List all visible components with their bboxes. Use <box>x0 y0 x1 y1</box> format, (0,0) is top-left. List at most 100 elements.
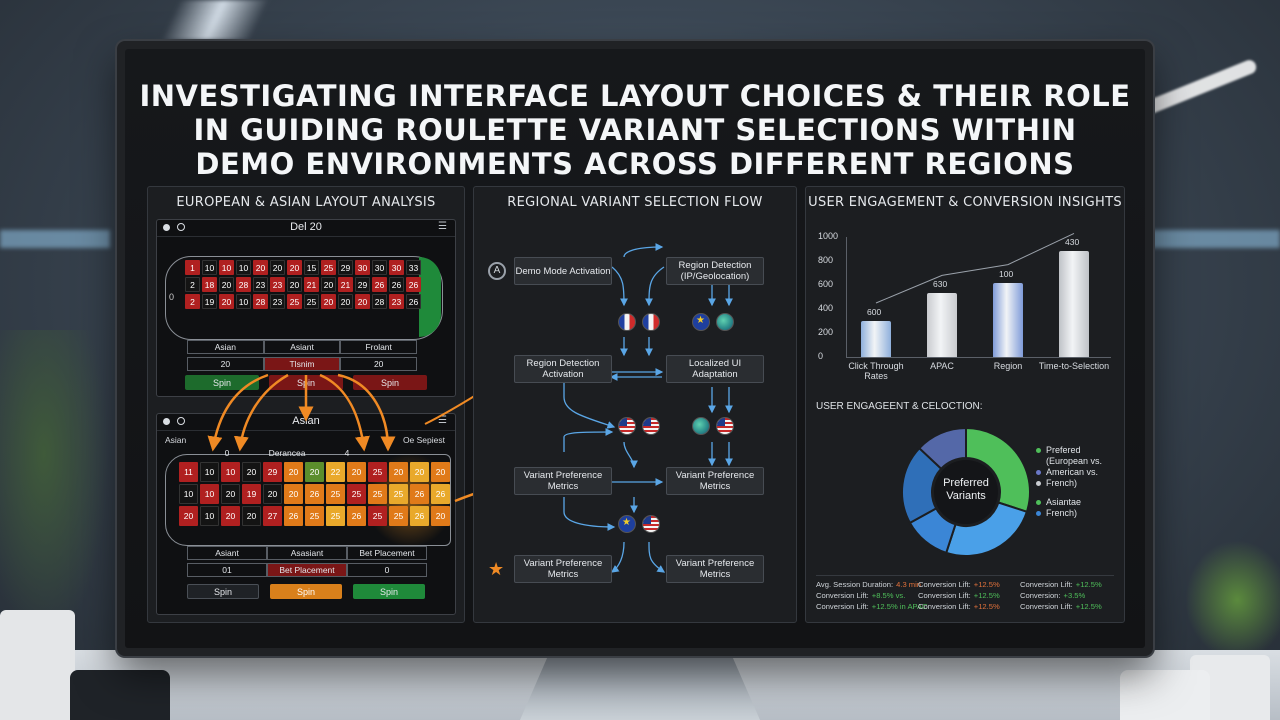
spin-button[interactable]: Spin <box>269 375 343 390</box>
number-cell[interactable]: 33 <box>406 260 421 275</box>
number-cell[interactable]: 25 <box>389 484 408 504</box>
flow-node[interactable]: Localized UI Adaptation <box>666 355 764 383</box>
number-cell[interactable]: 26 <box>305 484 324 504</box>
number-cell[interactable]: 23 <box>270 294 285 309</box>
bet-label[interactable]: Asiant <box>187 546 267 560</box>
number-cell[interactable]: 22 <box>326 462 345 482</box>
bet-label[interactable]: Frolant <box>340 340 418 354</box>
number-cell[interactable]: 27 <box>263 506 282 526</box>
spin-button[interactable]: Spin <box>353 584 425 599</box>
spin-button[interactable]: Spin <box>187 584 259 599</box>
number-cell[interactable]: 10 <box>236 294 251 309</box>
number-cell[interactable]: 20 <box>287 277 302 292</box>
number-cell[interactable]: 26 <box>410 506 429 526</box>
number-cell[interactable]: 30 <box>355 260 370 275</box>
number-cell[interactable]: 20 <box>410 462 429 482</box>
record-icon[interactable] <box>163 418 170 425</box>
number-cell[interactable]: 18 <box>202 277 217 292</box>
number-cell[interactable]: 20 <box>242 462 261 482</box>
number-cell[interactable]: 28 <box>236 277 251 292</box>
number-cell[interactable]: 21 <box>338 277 353 292</box>
number-cell[interactable]: 10 <box>219 260 234 275</box>
number-cell[interactable]: 25 <box>368 506 387 526</box>
number-cell[interactable]: 19 <box>202 294 217 309</box>
number-cell[interactable]: 2 <box>185 277 200 292</box>
settings-icon[interactable] <box>177 417 185 425</box>
number-cell[interactable]: 26 <box>410 484 429 504</box>
number-cell[interactable]: 20 <box>347 462 366 482</box>
flow-node[interactable]: Variant Preference Metrics <box>514 555 612 583</box>
number-cell[interactable]: 19 <box>242 484 261 504</box>
number-cell[interactable]: 20 <box>242 506 261 526</box>
flow-node[interactable]: Demo Mode Activation <box>514 257 612 285</box>
number-cell[interactable]: 20 <box>221 506 240 526</box>
spin-button[interactable]: Spin <box>353 375 427 390</box>
number-cell[interactable]: 20 <box>287 260 302 275</box>
number-cell[interactable]: 15 <box>304 260 319 275</box>
record-icon[interactable] <box>163 224 170 231</box>
number-cell[interactable]: 20 <box>253 260 268 275</box>
spin-button[interactable]: Spin <box>270 584 342 599</box>
number-cell[interactable]: 10 <box>221 462 240 482</box>
number-cell[interactable]: 26 <box>431 484 450 504</box>
number-cell[interactable]: 25 <box>321 260 336 275</box>
number-cell[interactable]: 26 <box>389 277 404 292</box>
number-cell[interactable]: 25 <box>347 484 366 504</box>
number-cell[interactable]: 10 <box>202 260 217 275</box>
number-cell[interactable]: 30 <box>372 260 387 275</box>
flow-node[interactable]: Region Detection (IP/Geolocation) <box>666 257 764 285</box>
number-cell[interactable]: 20 <box>263 484 282 504</box>
flow-node[interactable]: Variant Preference Metrics <box>666 555 764 583</box>
number-cell[interactable]: 29 <box>338 260 353 275</box>
number-cell[interactable]: 20 <box>284 484 303 504</box>
number-cell[interactable]: 28 <box>372 294 387 309</box>
column-bet-area[interactable] <box>419 257 441 337</box>
number-cell[interactable]: 26 <box>406 294 421 309</box>
number-cell[interactable]: 2 <box>185 294 200 309</box>
settings-icon[interactable] <box>177 223 185 231</box>
number-cell[interactable]: 28 <box>253 294 268 309</box>
number-cell[interactable]: 20 <box>321 294 336 309</box>
number-cell[interactable]: 25 <box>326 484 345 504</box>
number-cell[interactable]: 10 <box>200 506 219 526</box>
menu-icon[interactable]: ☰ <box>438 415 447 426</box>
number-cell[interactable]: 29 <box>263 462 282 482</box>
number-cell[interactable]: 25 <box>304 294 319 309</box>
number-cell[interactable]: 21 <box>304 277 319 292</box>
number-cell[interactable]: 25 <box>389 506 408 526</box>
number-cell[interactable]: 20 <box>219 294 234 309</box>
spin-button[interactable]: Spin <box>185 375 259 390</box>
number-cell[interactable]: 26 <box>284 506 303 526</box>
number-cell[interactable]: 20 <box>321 277 336 292</box>
number-cell[interactable]: 20 <box>355 294 370 309</box>
number-cell[interactable]: 25 <box>368 484 387 504</box>
number-cell[interactable]: 10 <box>200 462 219 482</box>
number-cell[interactable]: 20 <box>338 294 353 309</box>
bet-label[interactable]: Asian <box>187 340 264 354</box>
number-cell[interactable]: 20 <box>284 462 303 482</box>
bet-label[interactable]: Asiant <box>263 340 341 354</box>
number-cell[interactable]: 23 <box>253 277 268 292</box>
number-cell[interactable]: 26 <box>406 277 421 292</box>
number-cell[interactable]: 30 <box>389 260 404 275</box>
number-cell[interactable]: 20 <box>221 484 240 504</box>
bet-label[interactable]: Bet Placement <box>347 546 427 560</box>
number-cell[interactable]: 25 <box>287 294 302 309</box>
flow-node[interactable]: Variant Preference Metrics <box>666 467 764 495</box>
number-cell[interactable]: 25 <box>326 506 345 526</box>
flow-node[interactable]: Variant Preference Metrics <box>514 467 612 495</box>
menu-icon[interactable]: ☰ <box>438 221 447 232</box>
number-cell[interactable]: 10 <box>179 484 198 504</box>
number-cell[interactable]: 20 <box>179 506 198 526</box>
zero-pocket[interactable]: 0 <box>169 292 175 302</box>
number-cell[interactable]: 20 <box>305 462 324 482</box>
number-cell[interactable]: 20 <box>270 260 285 275</box>
number-cell[interactable]: 10 <box>200 484 219 504</box>
bet-label[interactable]: Asasiant <box>267 546 347 560</box>
number-cell[interactable]: 10 <box>236 260 251 275</box>
number-cell[interactable]: 25 <box>305 506 324 526</box>
flow-node[interactable]: Region Detection Activation <box>514 355 612 383</box>
number-cell[interactable]: 20 <box>431 462 450 482</box>
number-cell[interactable]: 20 <box>219 277 234 292</box>
number-cell[interactable]: 1 <box>185 260 200 275</box>
